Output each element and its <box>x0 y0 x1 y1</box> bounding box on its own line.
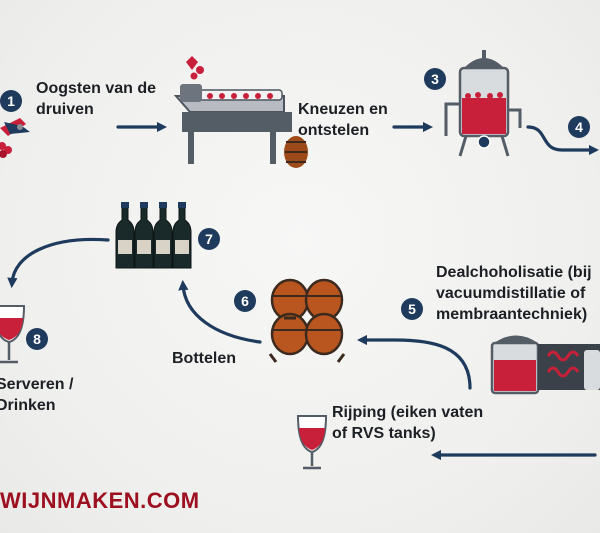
fermentation-tank-icon <box>444 50 522 157</box>
crusher-destemmer-icon <box>173 56 308 168</box>
arrow-6-to-7 <box>178 279 262 344</box>
step-8-label: Serveren / Drinken <box>0 376 74 414</box>
step-badge-1: 1 <box>0 90 22 112</box>
bottelen-label: Bottelen <box>172 350 236 367</box>
step-badge-4: 4 <box>568 116 590 138</box>
step-1-label: Oogsten van de druiven <box>36 80 157 118</box>
step-badge-3: 3 <box>424 68 446 90</box>
arrow-7-to-8 <box>7 237 110 289</box>
step-badge-7: 7 <box>198 228 220 250</box>
step-badge-5: 5 <box>401 298 423 320</box>
bottles-icon <box>115 202 192 269</box>
wine-glass-icon <box>0 305 26 364</box>
step-5-label: Dealchoholisatie (bij vacuumdistillatie … <box>436 264 592 323</box>
barrels-icon <box>268 278 346 363</box>
step-2-label: Kneuzen en ontstelen <box>298 101 388 139</box>
arrow-3-to-4 <box>526 125 600 156</box>
rijping-wine-glass-icon <box>296 415 328 470</box>
brand-wordmark: WIJNMAKEN.COM <box>0 488 200 513</box>
flow-arrows <box>7 121 600 461</box>
shears-icon <box>0 118 30 158</box>
arrow-5-to-6 <box>356 334 472 390</box>
rijping-label: Rijping (eiken vaten of RVS tanks) <box>332 404 484 442</box>
dealcoholisation-machine-icon <box>490 335 600 395</box>
step-badge-6: 6 <box>234 290 256 312</box>
step-badge-8: 8 <box>26 328 48 350</box>
